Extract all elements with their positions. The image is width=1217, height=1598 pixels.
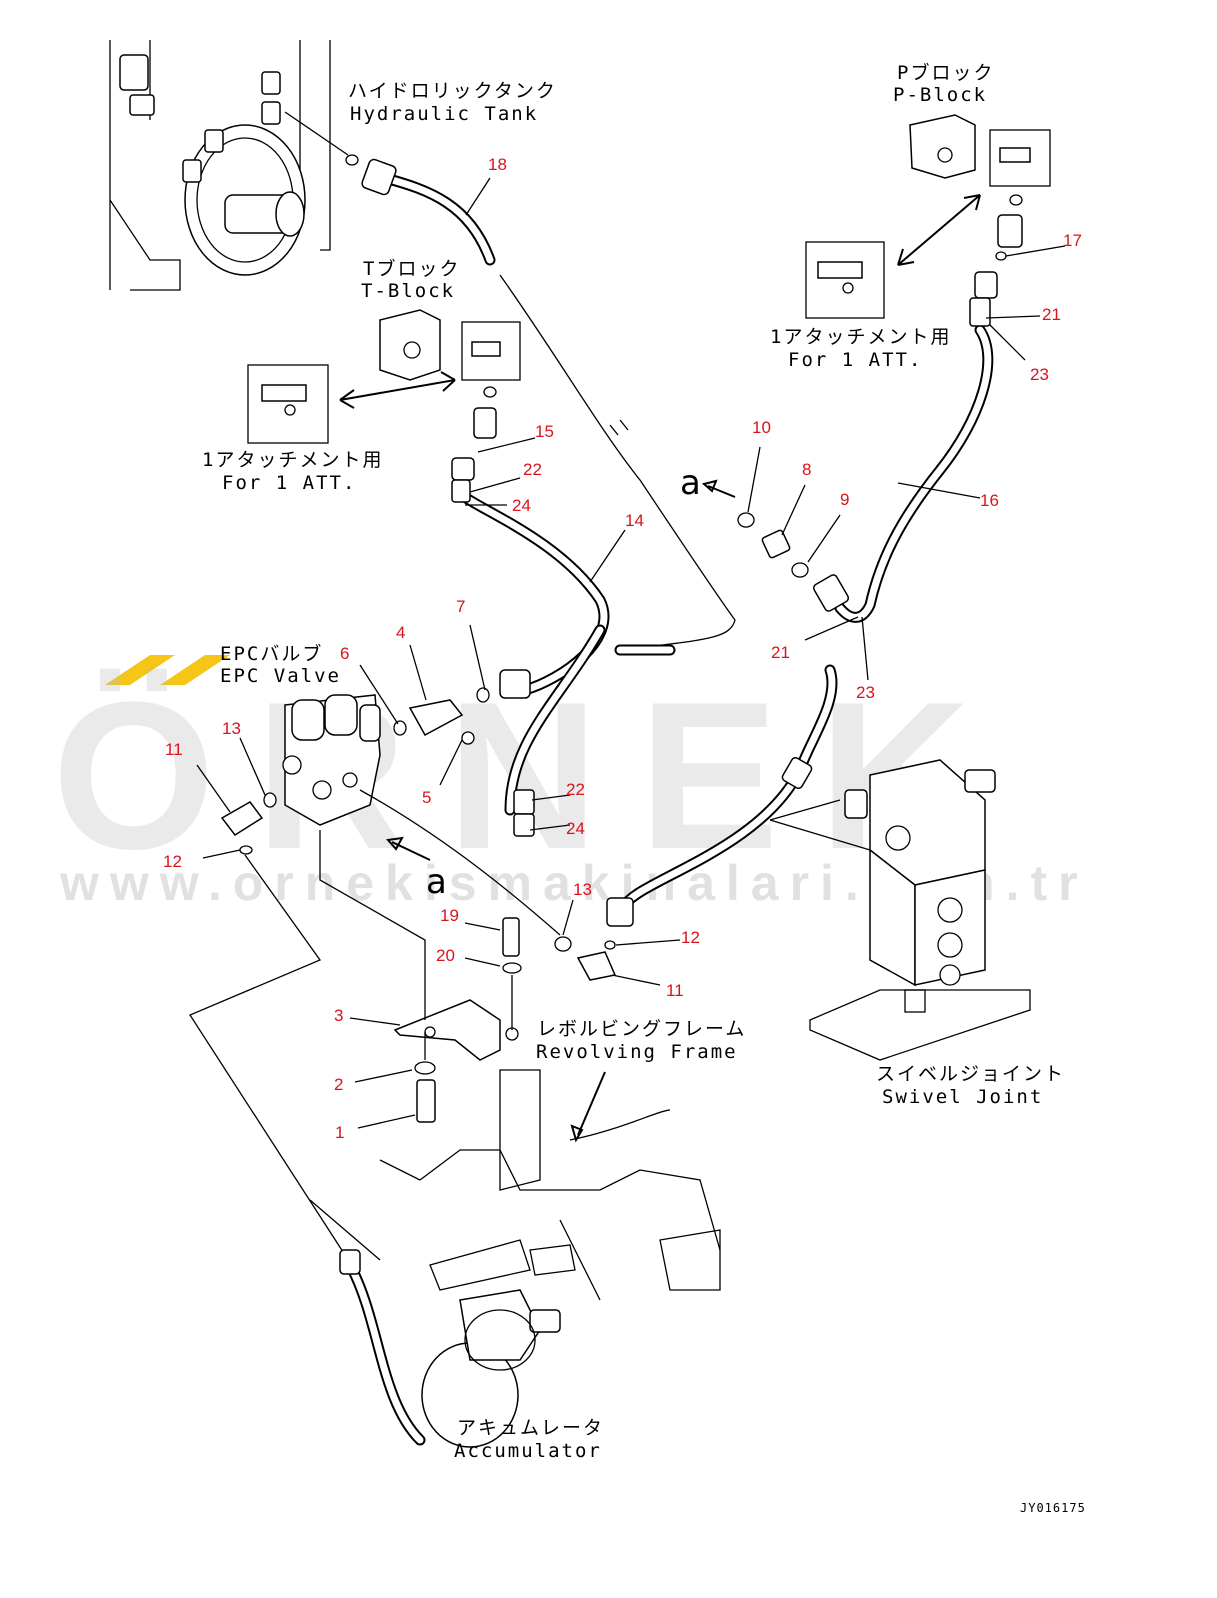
drawing-code: JY016175 bbox=[1020, 1501, 1086, 1515]
view-ref-a-lower: a bbox=[426, 862, 447, 902]
callout-numbers: 18 17 21 23 15 22 24 10 8 9 16 14 7 4 6 … bbox=[163, 155, 1082, 1142]
epc-valve-drawing bbox=[220, 687, 617, 981]
t-block-attachment-label-en: For 1 ATT. bbox=[222, 472, 356, 494]
callout-8: 8 bbox=[802, 460, 811, 479]
fittings-8-9-10 bbox=[701, 479, 809, 578]
revolving-frame-label-en: Revolving Frame bbox=[536, 1041, 738, 1063]
watermark-accent-left bbox=[105, 655, 175, 685]
epc-valve-label-jp: EPCバルブ bbox=[220, 642, 323, 665]
callout-9: 9 bbox=[840, 490, 849, 509]
p-block-attachment-label-jp: 1アタッチメント用 bbox=[770, 326, 951, 348]
p-block-label-jp: Pブロック bbox=[897, 61, 994, 84]
hose-18 bbox=[361, 158, 736, 651]
callout-24-lower: 24 bbox=[566, 819, 585, 838]
callout-11-right: 11 bbox=[666, 981, 684, 1000]
callout-14: 14 bbox=[625, 511, 644, 530]
p-block-label-en: P-Block bbox=[893, 84, 987, 106]
t-block-group bbox=[247, 309, 521, 444]
callout-12-right: 12 bbox=[681, 928, 700, 947]
hose-14 bbox=[451, 457, 676, 837]
swivel-joint-label-en: Swivel Joint bbox=[882, 1086, 1043, 1108]
accumulator-drawing bbox=[189, 854, 561, 1448]
revolving-frame-drawing bbox=[309, 1069, 721, 1301]
hydraulic-tank-label-en: Hydraulic Tank bbox=[350, 103, 538, 125]
callout-23-upper: 23 bbox=[1030, 365, 1049, 384]
accumulator-label-jp: アキュムレータ bbox=[457, 1417, 604, 1439]
callout-13-right: 13 bbox=[573, 880, 592, 899]
bracket-assembly bbox=[319, 830, 522, 1123]
p-block-group bbox=[805, 114, 1051, 319]
callout-4: 4 bbox=[396, 623, 405, 642]
hose-16 bbox=[812, 251, 1007, 623]
accumulator-label-en: Accumulator bbox=[454, 1440, 602, 1462]
callout-2: 2 bbox=[334, 1075, 343, 1094]
callout-6: 6 bbox=[340, 644, 349, 663]
callout-leaders bbox=[196, 177, 1066, 1129]
callout-5: 5 bbox=[422, 788, 431, 807]
callout-21-lower: 21 bbox=[771, 643, 790, 662]
epc-valve-label-en: EPC Valve bbox=[220, 665, 341, 687]
hydraulic-tank-drawing bbox=[109, 40, 359, 291]
component-labels: ハイドロリックタンク Hydraulic Tank Pブロック P-Block … bbox=[202, 61, 1065, 1462]
swivel-joint-label-jp: スイベルジョイント bbox=[876, 1063, 1065, 1085]
callout-17: 17 bbox=[1063, 231, 1082, 250]
callout-10: 10 bbox=[752, 418, 771, 437]
callout-13-left: 13 bbox=[222, 719, 241, 738]
callout-1: 1 bbox=[335, 1123, 344, 1142]
callout-21-upper: 21 bbox=[1042, 305, 1061, 324]
callout-11-left: 11 bbox=[165, 740, 183, 759]
revolving-frame-label-jp: レボルビングフレーム bbox=[537, 1018, 746, 1040]
callout-19: 19 bbox=[440, 906, 459, 925]
watermark-accent-right bbox=[160, 655, 230, 685]
callout-12-left: 12 bbox=[163, 852, 182, 871]
t-block-label-en: T-Block bbox=[361, 280, 455, 302]
callout-7: 7 bbox=[456, 597, 465, 616]
callout-15: 15 bbox=[535, 422, 554, 441]
callout-20: 20 bbox=[436, 946, 455, 965]
swivel-joint-drawing bbox=[606, 664, 1031, 1061]
view-ref-a-upper: a bbox=[680, 463, 701, 503]
t-block-attachment-label-jp: 1アタッチメント用 bbox=[202, 449, 383, 471]
callout-23-lower: 23 bbox=[856, 683, 875, 702]
view-references: a a bbox=[426, 463, 701, 902]
callout-3: 3 bbox=[334, 1006, 343, 1025]
callout-22-lower: 22 bbox=[566, 780, 585, 799]
hydraulic-tank-label-jp: ハイドロリックタンク bbox=[348, 80, 557, 102]
callout-18: 18 bbox=[488, 155, 507, 174]
t-block-label-jp: Tブロック bbox=[363, 257, 460, 280]
callout-22-upper: 22 bbox=[523, 460, 542, 479]
callout-16: 16 bbox=[980, 491, 999, 510]
callout-24-upper: 24 bbox=[512, 496, 531, 515]
p-block-attachment-label-en: For 1 ATT. bbox=[788, 349, 922, 371]
